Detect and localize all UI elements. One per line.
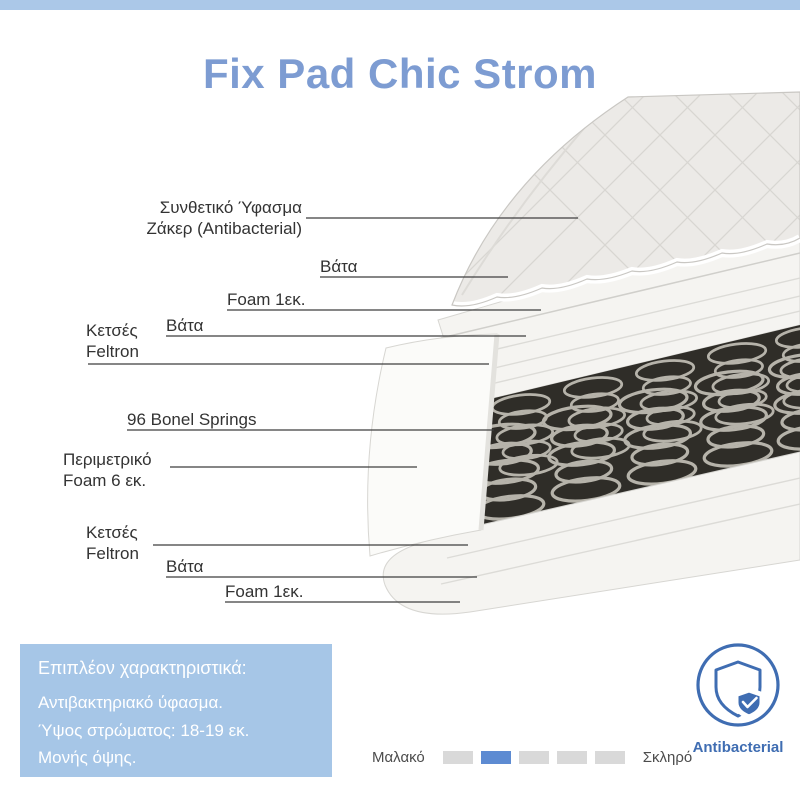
callout-label-feltron-bottom: Κετσές Feltron (86, 523, 139, 564)
bottom-layers (382, 451, 800, 615)
firmness-level-1 (442, 751, 473, 764)
callout-lines (88, 217, 578, 603)
springs-layer (450, 325, 800, 532)
callout-label-feltron-top: Κετσές Feltron (86, 321, 139, 362)
perimeter-foam-wall (367, 333, 500, 557)
firmness-hard-label: Σκληρό (642, 749, 693, 766)
callout-label-vata-bottom: Βάτα (166, 557, 204, 576)
firmness-level-4 (556, 751, 587, 764)
firmness-squares (442, 751, 625, 764)
shield-check-icon (696, 643, 780, 727)
info-feature: Μονής όψης. (38, 748, 137, 768)
info-feature: Ύψος στρώματος: 18-19 εκ. (38, 720, 250, 740)
callout-label-fabric: Συνθετικό Ύφασμα Ζάκερ (Antibacterial) (146, 198, 302, 239)
badge-label: Antibacterial (692, 739, 784, 756)
antibacterial-badge: Antibacterial (692, 640, 784, 756)
page-title: Fix Pad Chic Strom (202, 50, 598, 97)
firmness-level-3 (518, 751, 549, 764)
callout-label-springs: 96 Bonel Springs (127, 410, 257, 429)
info-heading: Επιπλέον χαρακτηριστικά: (38, 658, 247, 678)
info-box: Επιπλέον χαρακτηριστικά: Αντιβακτηριακό … (20, 644, 332, 777)
callout-label-foam-top: Foam 1εκ. (227, 290, 306, 309)
quilted-fabric-layer (451, 91, 800, 310)
firmness-level-5 (594, 751, 625, 764)
info-feature: Αντιβακτηριακό ύφασμα. (38, 693, 224, 712)
firmness-scale: Μαλακό Σκληρό (372, 749, 692, 766)
firmness-soft-label: Μαλακό (372, 749, 425, 766)
quilt-pattern (452, 92, 800, 306)
firmness-level-2 (480, 751, 511, 764)
top-accent-bar (0, 0, 800, 10)
callout-label-foam-bottom: Foam 1εκ. (225, 582, 304, 601)
callout-label-vata-top: Βάτα (320, 257, 358, 276)
callout-label-perimeter-foam: Περιμετρικό Foam 6 εκ. (63, 450, 152, 491)
callout-label-vata-mid: Βάτα (166, 316, 204, 335)
